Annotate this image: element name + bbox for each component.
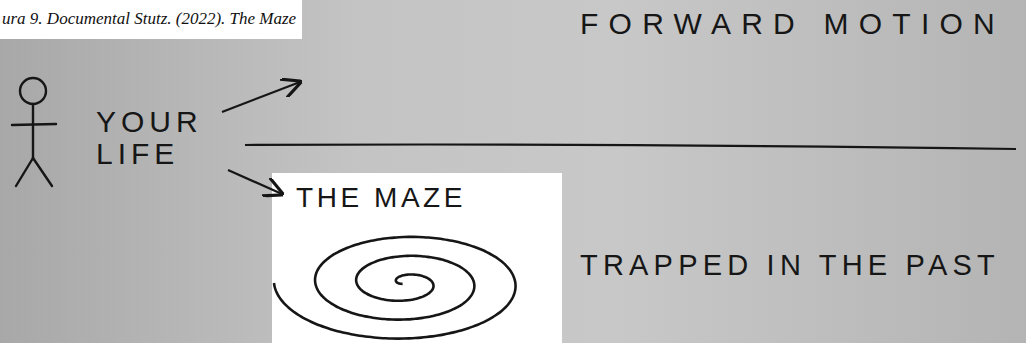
- handwritten-label: THE MAZE: [296, 183, 466, 212]
- timeline-line: [245, 145, 1016, 150]
- arrow-up: [222, 82, 300, 112]
- handwritten-label: YOUR LIFE: [96, 106, 226, 169]
- pasted-paper: [272, 173, 562, 343]
- stick-figure: [12, 78, 56, 186]
- handwritten-label: TRAPPED IN THE PAST: [580, 250, 1000, 280]
- arrow-down: [228, 170, 282, 194]
- maze-spiral: [274, 237, 516, 339]
- figure-caption: ura 9. Documental Stutz. (2022). The Maz…: [0, 0, 302, 39]
- handwritten-label: FORWARD MOTION: [580, 8, 1005, 40]
